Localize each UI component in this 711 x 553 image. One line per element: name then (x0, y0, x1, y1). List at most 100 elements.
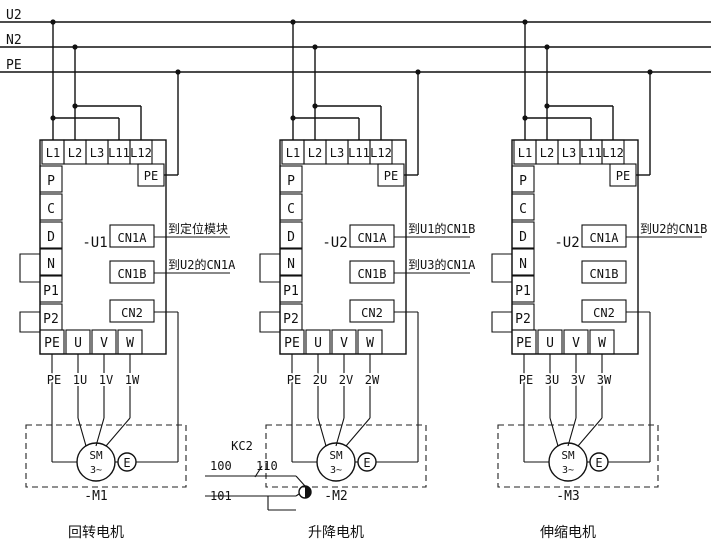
junction-dot (290, 115, 296, 121)
bridge-bracket (19, 311, 40, 333)
motor-lead (345, 417, 371, 447)
left-terminal-box (279, 221, 303, 249)
connector-box (581, 299, 627, 323)
motor-lead (105, 417, 131, 447)
top-terminal-l12: L12 (602, 146, 624, 160)
left-terminal-d: D (47, 230, 55, 245)
motor-type-label: SM (329, 449, 343, 462)
left-terminal-box (511, 248, 535, 276)
junction-dot (72, 44, 78, 50)
left-terminal-box (39, 221, 63, 249)
top-terminal-l1: L1 (518, 146, 532, 160)
motor-phase-label: 3~ (562, 465, 574, 476)
wire-label-2w: 2W (365, 373, 380, 387)
pe-terminal-label: PE (384, 169, 398, 183)
left-terminal-box (39, 275, 63, 303)
bottom-terminal-w: W (598, 336, 606, 351)
left-terminal-p1: P1 (43, 284, 59, 299)
junction-dot (312, 44, 318, 50)
left-terminal-p: P (287, 174, 295, 189)
drive-unit-id: -U2 (554, 235, 579, 251)
motor-enclosure (497, 424, 659, 488)
drive-unit-id: -U2 (322, 235, 347, 251)
motor-lead (549, 417, 559, 447)
junction-dot (544, 103, 550, 109)
top-terminal-l12: L12 (370, 146, 392, 160)
motor-id: -M3 (556, 489, 579, 504)
encoder-label: E (363, 456, 370, 470)
connector-box (349, 260, 395, 284)
top-terminal-l11: L11 (108, 146, 130, 160)
connector-cn2: CN2 (593, 306, 615, 320)
connector-note: 到U2的CN1A (168, 257, 236, 272)
wire-label-2u: 2U (313, 373, 327, 387)
connector-note: 到U1的CN1B (408, 221, 475, 236)
top-terminal-l3: L3 (562, 146, 576, 160)
left-terminal-box (39, 248, 63, 276)
motor-lead (567, 417, 577, 447)
brake-coil-fill (305, 486, 311, 498)
junction-dot (50, 19, 56, 25)
left-terminal-p1: P1 (515, 284, 531, 299)
brake-wire-110: 110 (256, 459, 278, 473)
top-terminal-l12: L12 (130, 146, 152, 160)
wire-label-3w: 3W (597, 373, 612, 387)
junction-dot (544, 44, 550, 50)
left-terminal-p2: P2 (43, 312, 59, 327)
bottom-terminal-pe: PE (516, 336, 532, 351)
connector-cn1b: CN1B (118, 267, 147, 281)
left-terminal-box (279, 165, 303, 193)
left-terminal-c: C (47, 202, 55, 217)
left-terminal-box (511, 275, 535, 303)
connector-cn1b: CN1B (590, 267, 619, 281)
left-terminal-p1: P1 (283, 284, 299, 299)
top-terminal-l11: L11 (580, 146, 602, 160)
motor-phase-label: 3~ (90, 465, 102, 476)
connector-note: 到U2的CN1B (640, 221, 707, 236)
connector-cn2: CN2 (121, 306, 143, 320)
braking-resistor-bracket (19, 253, 40, 283)
bottom-terminal-pe: PE (284, 336, 300, 351)
wire-label-2v: 2V (339, 373, 353, 387)
wire-label-1w: 1W (125, 373, 140, 387)
brake-wire-100: 100 (210, 459, 232, 473)
motor-enclosure (25, 424, 187, 488)
motor-lead (317, 417, 327, 447)
left-terminal-n: N (519, 257, 527, 272)
brake-line (295, 475, 306, 487)
connector-note: 到定位模块 (168, 221, 228, 236)
junction-dot (312, 103, 318, 109)
wire-label-1v: 1V (99, 373, 113, 387)
motor-enclosure (265, 424, 427, 488)
left-terminal-box (511, 193, 535, 221)
motor-phase-label: 3~ (330, 465, 342, 476)
brake-line (295, 493, 300, 497)
bottom-terminal-v: V (572, 336, 580, 351)
left-terminal-box (279, 275, 303, 303)
motor-id: -M1 (84, 489, 107, 504)
left-terminal-d: D (287, 230, 295, 245)
encoder-label: E (595, 456, 602, 470)
bottom-terminal-w: W (126, 336, 134, 351)
left-terminal-p2: P2 (283, 312, 299, 327)
motor-caption: 回转电机 (68, 525, 124, 541)
left-terminal-box (511, 165, 535, 193)
left-terminal-p2: P2 (515, 312, 531, 327)
top-terminal-l3: L3 (330, 146, 344, 160)
left-terminal-p: P (47, 174, 55, 189)
junction-dot (290, 19, 296, 25)
left-terminal-p: P (519, 174, 527, 189)
junction-dot (522, 19, 528, 25)
motor-id: -M2 (324, 489, 347, 504)
junction-dot (50, 115, 56, 121)
left-terminal-box (279, 248, 303, 276)
connector-cn1a: CN1A (118, 231, 148, 245)
bottom-terminal-u: U (74, 336, 82, 351)
wire-label-pe: PE (287, 373, 301, 387)
wire-label-1u: 1U (73, 373, 87, 387)
motor-lead (335, 417, 345, 447)
motor-caption: 伸缩电机 (540, 525, 596, 541)
motor-lead (77, 417, 87, 447)
bus-label-u2: U2 (6, 8, 22, 23)
relay-contact-icon (254, 465, 263, 478)
